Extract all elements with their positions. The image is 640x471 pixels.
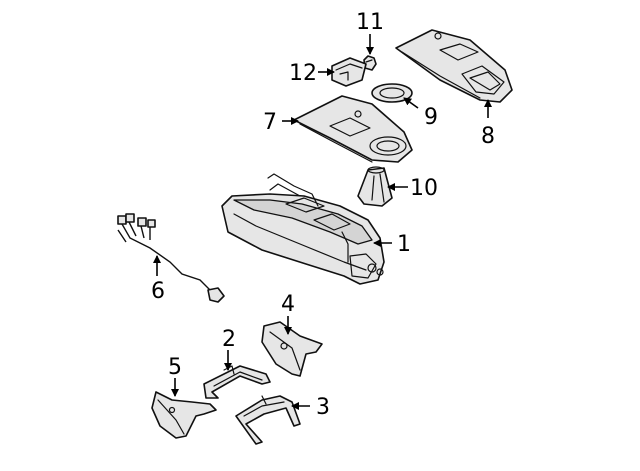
callout-12: 12 <box>289 61 317 86</box>
callout-3: 3 <box>316 395 330 420</box>
part-9-ring <box>371 83 413 103</box>
callout-8: 8 <box>481 124 495 149</box>
callout-6: 6 <box>151 279 165 304</box>
part-4-side-trim <box>261 321 323 377</box>
callout-4: 4 <box>281 292 295 317</box>
callout-11: 11 <box>356 10 384 35</box>
part-12-switch-housing <box>331 57 367 87</box>
callout-9: 9 <box>424 105 438 130</box>
callout-1: 1 <box>397 232 411 257</box>
part-10-shift-boot <box>357 166 393 207</box>
part-7-console-cover <box>293 95 413 163</box>
callout-7: 7 <box>263 110 277 135</box>
callout-10: 10 <box>410 176 438 201</box>
callout-2: 2 <box>222 327 236 352</box>
part-5-trim-cover <box>151 391 217 439</box>
callout-5: 5 <box>168 355 182 380</box>
part-1-console-body <box>221 173 385 285</box>
part-8-console-trim-panel <box>395 29 513 103</box>
leader-9 <box>403 97 419 109</box>
part-6-wire-harness <box>117 213 225 303</box>
part-2-bracket <box>203 365 271 399</box>
part-3-lower-bracket <box>235 395 301 445</box>
